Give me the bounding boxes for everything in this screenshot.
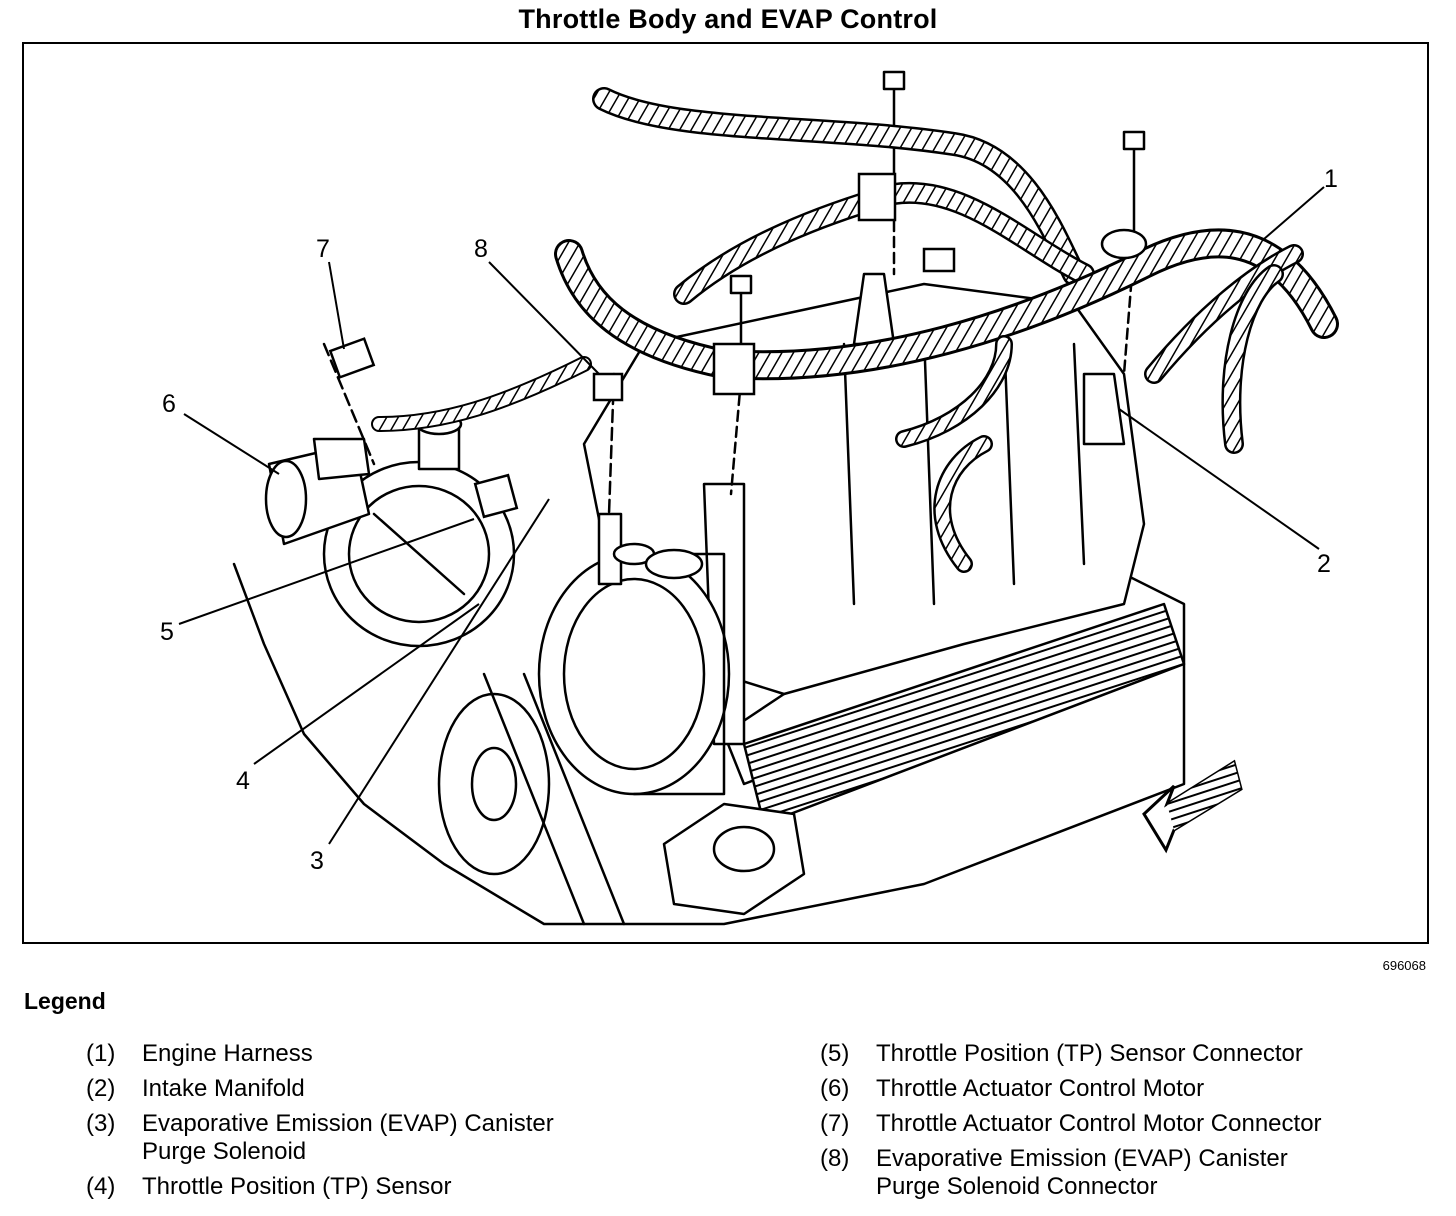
legend-item: (3) Evaporative Emission (EVAP) Canister… — [86, 1110, 554, 1166]
callout-1: 1 — [1324, 165, 1338, 193]
diagram-title: Throttle Body and EVAP Control — [518, 4, 938, 34]
legend-item: (4) Throttle Position (TP) Sensor — [86, 1173, 554, 1201]
legend-number: (1) — [86, 1040, 116, 1067]
callout-6: 6 — [162, 390, 176, 418]
legend-label: Intake Manifold — [142, 1075, 305, 1102]
legend-label: Throttle Position (TP) Sensor — [142, 1173, 452, 1200]
legend-label: Engine Harness — [142, 1040, 313, 1067]
callout-3: 3 — [310, 847, 324, 875]
callout-7: 7 — [316, 235, 330, 263]
legend-heading: Legend — [24, 988, 106, 1014]
legend-item: (6) Throttle Actuator Control Motor — [820, 1075, 1322, 1103]
legend-number: (5) — [820, 1040, 850, 1067]
callout-5: 5 — [160, 618, 174, 646]
legend-number: (3) — [86, 1110, 116, 1137]
legend-number: (8) — [820, 1145, 850, 1172]
legend-item: (1) Engine Harness — [86, 1040, 554, 1068]
legend-label: Evaporative Emission (EVAP) Canister Pur… — [876, 1145, 1288, 1200]
diagram-frame: 1 2 3 4 5 6 7 8 — [22, 42, 1429, 944]
legend-item: (2) Intake Manifold — [86, 1075, 554, 1103]
legend-column-left: (1) Engine Harness (2) Intake Manifold (… — [86, 1040, 554, 1208]
callout-4: 4 — [236, 767, 250, 795]
legend-number: (6) — [820, 1075, 850, 1102]
engine-illustration: 1 2 3 4 5 6 7 8 — [160, 70, 1339, 926]
callout-2: 2 — [1317, 550, 1331, 578]
legend-label: Throttle Position (TP) Sensor Connector — [876, 1040, 1303, 1067]
legend-item: (8) Evaporative Emission (EVAP) Canister… — [820, 1145, 1322, 1201]
legend-column-right: (5) Throttle Position (TP) Sensor Connec… — [820, 1040, 1322, 1208]
figure-number: 696068 — [1382, 958, 1426, 973]
legend-number: (7) — [820, 1110, 850, 1137]
legend-label: Throttle Actuator Control Motor — [876, 1075, 1205, 1102]
legend-label: Evaporative Emission (EVAP) Canister Pur… — [142, 1110, 554, 1165]
callout-8: 8 — [474, 235, 488, 263]
legend-label: Throttle Actuator Control Motor Connecto… — [876, 1110, 1322, 1137]
legend-item: (5) Throttle Position (TP) Sensor Connec… — [820, 1040, 1322, 1068]
legend-item: (7) Throttle Actuator Control Motor Conn… — [820, 1110, 1322, 1138]
legend-number: (2) — [86, 1075, 116, 1102]
legend-number: (4) — [86, 1173, 116, 1200]
